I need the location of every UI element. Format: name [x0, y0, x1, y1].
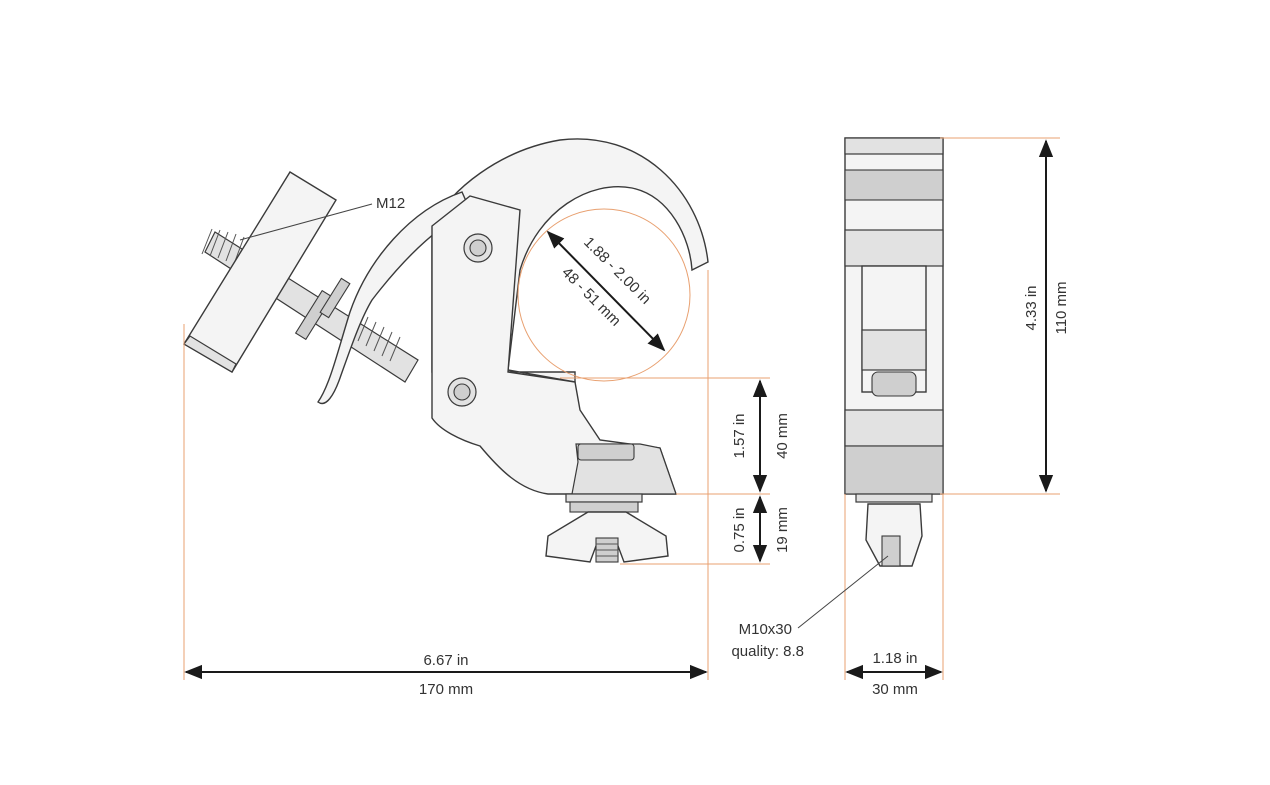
label-width-in: 1.18 in [872, 650, 917, 667]
clamp-front-view [844, 137, 944, 567]
label-jaw-height-in: 1.57 in [731, 413, 748, 458]
label-height-in: 4.33 in [1023, 285, 1040, 330]
label-height-mm: 110 mm [1053, 281, 1070, 334]
label-wing-nut-in: 0.75 in [731, 507, 748, 552]
tube-outline [517, 208, 691, 382]
label-total-length-in: 6.67 in [423, 652, 468, 669]
label-m12: M12 [376, 195, 405, 212]
clamp-body [317, 138, 709, 495]
dimension-lines [184, 139, 1054, 680]
label-bottom-bolt: M10x30 [739, 621, 792, 638]
label-jaw-height-mm: 40 mm [774, 413, 791, 459]
extension-lines [183, 137, 1060, 680]
m12-leader-line [239, 203, 373, 241]
bolt-handle-knob [183, 171, 351, 373]
label-bolt-quality: quality: 8.8 [731, 643, 804, 660]
label-width-mm: 30 mm [872, 681, 918, 698]
label-wing-nut-mm: 19 mm [774, 507, 791, 553]
clamp-side-view [183, 138, 709, 563]
wing-nut [545, 493, 669, 563]
m10-leader-line [797, 555, 889, 629]
label-total-length-mm: 170 mm [419, 681, 473, 698]
